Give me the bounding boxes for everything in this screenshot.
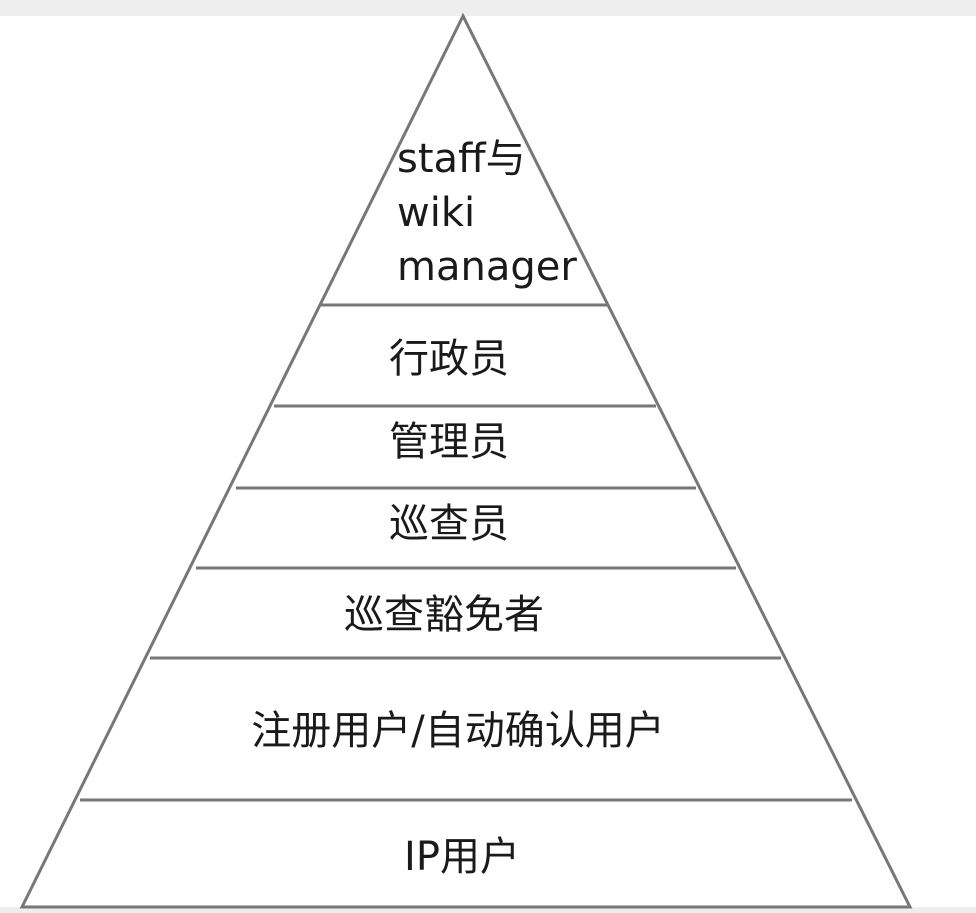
- top-band: [0, 0, 976, 16]
- bottom-band: [0, 907, 976, 913]
- tier-label-patroller: 巡查员: [389, 501, 509, 547]
- tier-label-autopatrolled: 巡查豁免者: [344, 592, 544, 638]
- tier-label-registered-user: 注册用户/自动确认用户: [251, 708, 664, 754]
- tier-label-line: manager: [397, 244, 577, 290]
- tier-label-staff-wiki-manager: staff与 wiki manager: [397, 136, 577, 290]
- pyramid-outline: [19, 12, 913, 909]
- tier-label-administrator: 管理员: [389, 419, 509, 465]
- tier-label-line: staff与: [397, 136, 526, 182]
- tier-label-line: wiki: [397, 190, 475, 236]
- tier-label-ip-user: IP用户: [404, 834, 520, 880]
- tier-label-bureaucrat: 行政员: [389, 336, 509, 382]
